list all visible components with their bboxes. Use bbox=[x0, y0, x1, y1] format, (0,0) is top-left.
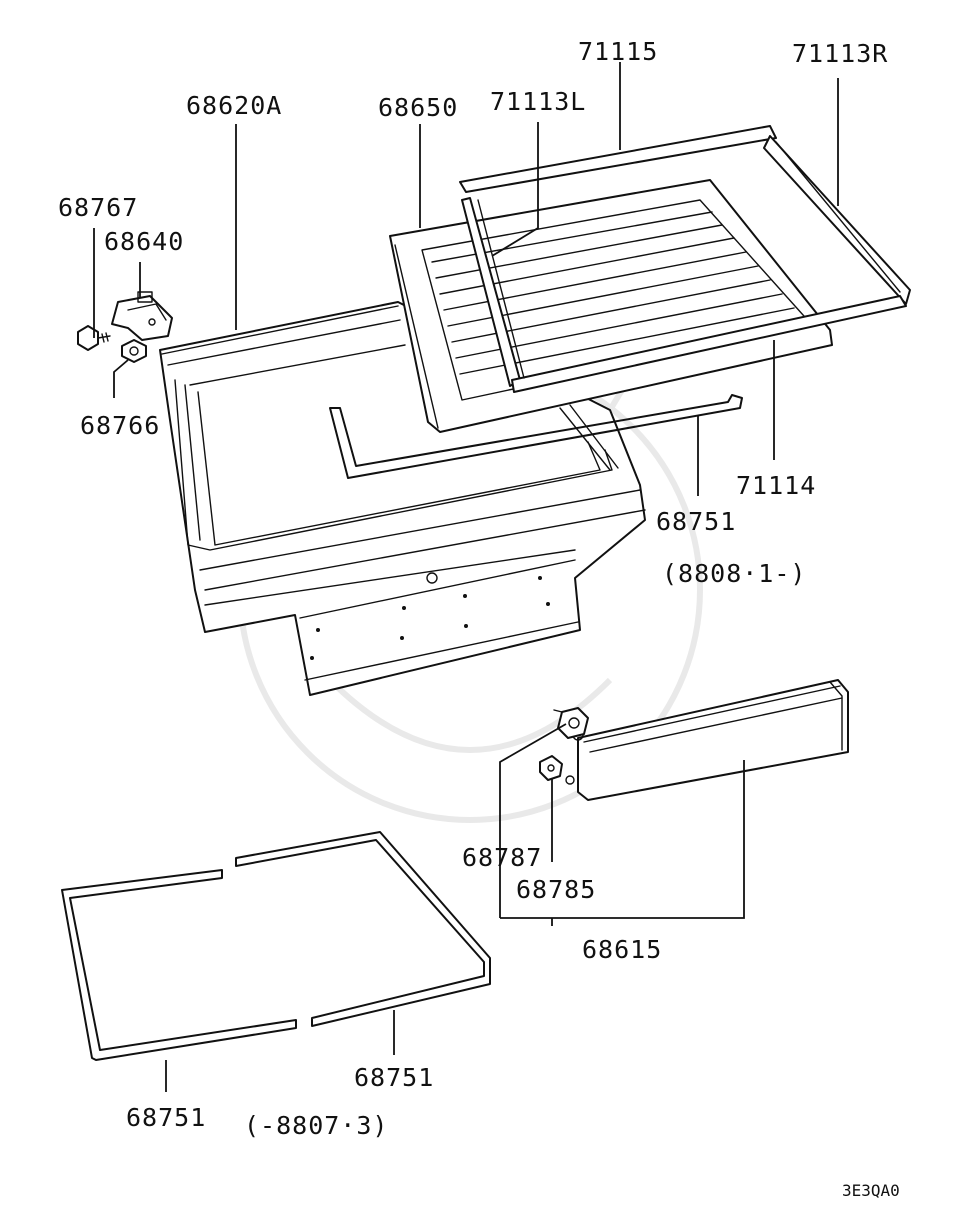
label-71113l: 71113L bbox=[490, 87, 586, 116]
label-71114: 71114 bbox=[736, 471, 816, 500]
hinge bbox=[111, 291, 173, 341]
label-68751-upper: 68751 bbox=[656, 507, 736, 536]
date-note-to: (-8807·3) bbox=[244, 1111, 388, 1140]
bolt bbox=[77, 325, 111, 351]
label-68785: 68785 bbox=[516, 875, 596, 904]
nut bbox=[121, 339, 147, 363]
glass-moulding bbox=[459, 125, 911, 393]
label-71113r: 71113R bbox=[792, 39, 888, 68]
diagram-code: 3E3QA0 bbox=[842, 1181, 900, 1200]
label-68751-lower-right: 68751 bbox=[354, 1063, 434, 1092]
label-68751-lower-left: 68751 bbox=[126, 1103, 206, 1132]
grommet bbox=[539, 755, 563, 781]
label-71115: 71115 bbox=[578, 37, 658, 66]
garnish bbox=[565, 679, 849, 801]
label-68640: 68640 bbox=[104, 227, 184, 256]
leader-lines bbox=[93, 62, 839, 1092]
label-68767: 68767 bbox=[58, 193, 138, 222]
label-68650: 68650 bbox=[378, 93, 458, 122]
lower-weatherstrip bbox=[61, 831, 491, 1061]
clip bbox=[553, 707, 589, 739]
label-68620a: 68620A bbox=[186, 91, 282, 120]
label-68615: 68615 bbox=[582, 935, 662, 964]
label-68766: 68766 bbox=[80, 411, 160, 440]
label-68787: 68787 bbox=[462, 843, 542, 872]
glass-panel bbox=[389, 179, 833, 433]
inner-weatherstrip-upper bbox=[329, 394, 743, 479]
date-note-from: (8808·1-) bbox=[662, 559, 806, 588]
